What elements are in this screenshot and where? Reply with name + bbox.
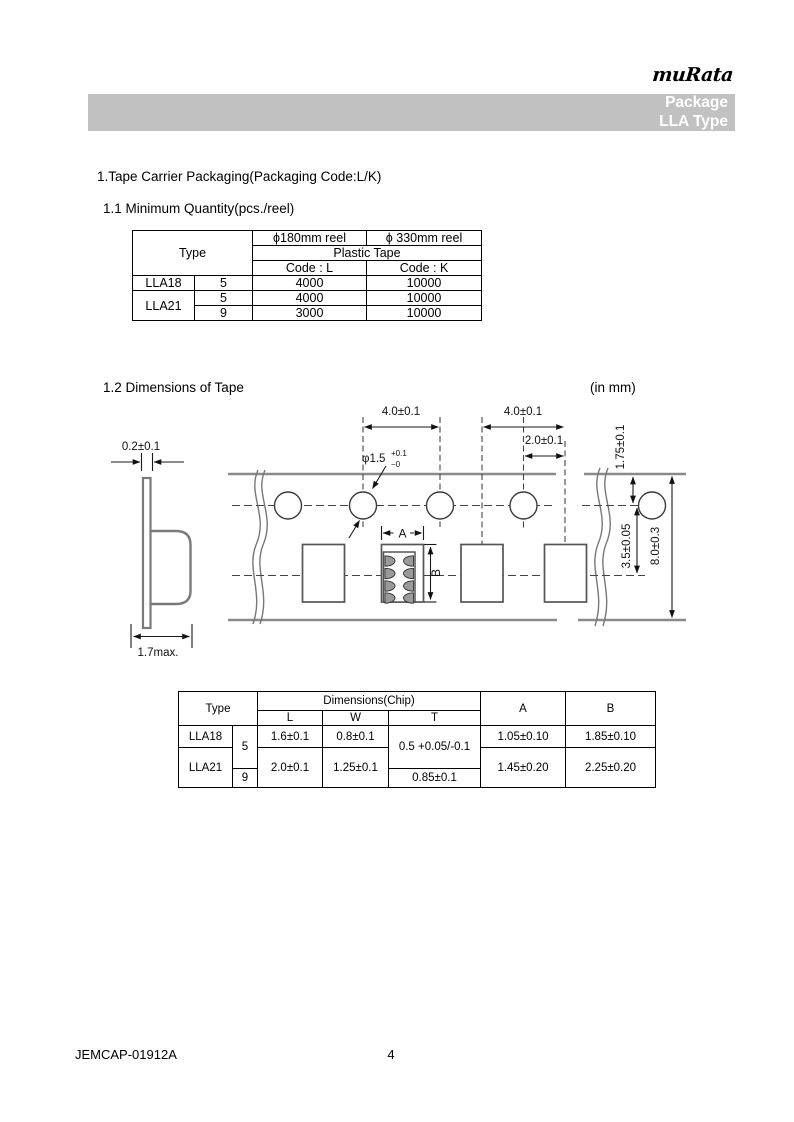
t1-cell-qty-k: 10000 <box>366 305 483 321</box>
sprocket-hole <box>273 491 303 520</box>
tape-width-label: 8.0±0.3 <box>650 527 662 565</box>
t1-cell-thickness: 5 <box>193 275 254 291</box>
t1-cell-qty-l: 4000 <box>252 290 368 306</box>
hole-pitch-label: 4.0±0.1 <box>382 406 420 418</box>
chip-in-pocket <box>382 551 416 604</box>
sprocket-hole <box>348 491 378 520</box>
t1-header-code-k: Code : K <box>366 260 483 276</box>
tape-top-view: 4.0±0.1 4.0±0.1 2.0±0.1 φ1.5 +0.1 −0 <box>228 406 686 627</box>
tape-thickness-label: 0.2±0.1 <box>122 441 160 453</box>
table-row: LLA21 2.0±0.1 1.25±0.1 1.45±0.20 2.25±0.… <box>178 747 656 788</box>
t1-header-code-l: Code : L <box>252 260 368 276</box>
t1-cell-thickness: 9 <box>193 305 254 321</box>
chip-dimensions-table: Type Dimensions(Chip) A B L W T LLA18 5 … <box>178 691 656 788</box>
t2-header-dimensions-chip: Dimensions(Chip) <box>257 691 481 711</box>
t1-cell-qty-k: 10000 <box>366 275 483 291</box>
t2-cell-thickness: 5 <box>232 725 258 769</box>
hole-to-center-label: 3.5±0.05 <box>621 524 633 569</box>
t2-cell-b: 2.25±0.20 <box>565 747 656 788</box>
header-banner: Package LLA Type <box>88 94 735 131</box>
sprocket-hole <box>425 491 455 520</box>
t2-cell-t: 0.5 +0.05/-0.1 <box>388 725 481 769</box>
t1-cell-qty-k: 10000 <box>366 290 483 306</box>
document-number: JEMCAP-01912A <box>75 1047 177 1062</box>
t2-cell-l: 2.0±0.1 <box>257 747 323 788</box>
t1-cell-thickness: 5 <box>193 290 254 306</box>
t2-cell-type: LLA18 <box>178 725 233 748</box>
t2-cell-w: 0.8±0.1 <box>322 725 389 748</box>
section-1-title: 1.Tape Carrier Packaging(Packaging Code:… <box>97 169 382 184</box>
section-1-2-title: 1.2 Dimensions of Tape <box>103 380 244 395</box>
t1-header-reel330: ϕ 330mm reel <box>366 230 483 246</box>
section-1-1-title: 1.1 Minimum Quantity(pcs./reel) <box>103 201 295 216</box>
t2-cell-a: 1.05±0.10 <box>480 725 566 748</box>
t2-header-l: L <box>257 710 323 726</box>
unit-note: (in mm) <box>590 380 636 395</box>
t1-cell-type: LLA21 <box>132 290 195 321</box>
t2-cell-w: 1.25±0.1 <box>322 747 389 788</box>
t2-header-w: W <box>322 710 389 726</box>
hole-diameter-tol-plus: +0.1 <box>391 449 407 458</box>
table-row: LLA18 5 1.6±0.1 0.8±0.1 0.5 +0.05/-0.1 1… <box>178 725 656 769</box>
t1-header-type: Type <box>131 230 254 276</box>
hole-diameter-callout: φ1.5 +0.1 −0 <box>348 449 407 539</box>
t1-header-plastic-tape: Plastic Tape <box>252 245 483 261</box>
t1-cell-qty-l: 4000 <box>252 275 368 291</box>
table-row: LLA21 5 4000 10000 <box>132 290 483 321</box>
t2-cell-type: LLA21 <box>178 747 233 788</box>
pocket-pitch-label: 4.0±0.1 <box>504 406 542 418</box>
t1-cell-qty-l: 3000 <box>252 305 368 321</box>
table-row: LLA18 5 4000 10000 <box>132 275 483 291</box>
page-number: 4 <box>387 1047 395 1062</box>
hole-to-pocket-label: 2.0±0.1 <box>525 435 563 447</box>
murata-logo: muRata <box>651 64 734 86</box>
tape-width-dimensions: 1.75±0.1 3.5±0.05 8.0±0.3 <box>615 425 675 618</box>
break-line-right <box>594 467 603 627</box>
t2-header-type: Type <box>178 691 258 726</box>
pocket-cavity <box>460 543 504 603</box>
embossed-pocket-profile <box>150 529 192 606</box>
sprocket-hole <box>637 491 667 520</box>
hole-diameter-label: φ1.5 <box>362 453 385 465</box>
table-row: 9 3000 10000 <box>133 305 483 321</box>
tape-side-view: 0.2±0.1 1.7max. <box>111 441 193 659</box>
t2-cell-a: 1.45±0.20 <box>480 747 566 788</box>
sprocket-hole <box>509 491 538 520</box>
t1-cell-type: LLA18 <box>132 275 195 291</box>
t2-cell-l: 1.6±0.1 <box>257 725 323 748</box>
banner-type-label: LLA Type <box>659 112 728 130</box>
pocket-width-label: B <box>429 569 443 577</box>
break-line-left <box>252 469 261 625</box>
t2-cell-t: 0.85±0.1 <box>388 768 481 788</box>
hole-diameter-tol-minus: −0 <box>391 460 401 469</box>
pocket-length-label: A <box>398 527 406 541</box>
t2-cell-b: 1.85±0.10 <box>565 725 656 748</box>
t2-cell-thickness: 9 <box>232 768 258 788</box>
t1-header-reel180: ϕ180mm reel <box>252 230 368 246</box>
tape-dimensions-diagram: 0.2±0.1 1.7max. <box>111 406 686 659</box>
pocket-cavity <box>543 543 588 603</box>
dimension-a: A <box>380 526 425 541</box>
table-row: 9 0.85±0.1 <box>179 768 656 788</box>
tape-strip-profile <box>141 476 152 630</box>
banner-package-label: Package <box>665 94 728 111</box>
min-quantity-table: Type ϕ180mm reel ϕ 330mm reel Plastic Ta… <box>131 230 483 321</box>
t2-header-t: T <box>388 710 481 726</box>
t2-header-b: B <box>565 691 656 726</box>
t2-header-a: A <box>480 691 566 726</box>
max-depth-label: 1.7max. <box>138 647 179 659</box>
pocket-cavity <box>301 543 346 603</box>
edge-to-hole-label: 1.75±0.1 <box>615 425 627 470</box>
dimension-b: B <box>424 543 443 603</box>
